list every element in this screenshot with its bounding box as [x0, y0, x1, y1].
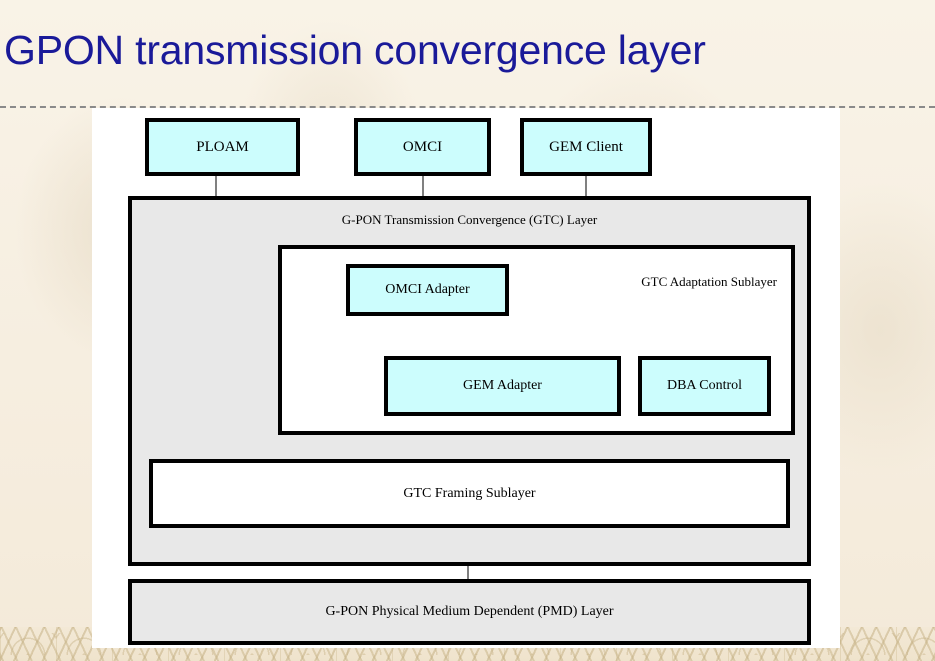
client-box-gem-client-label: GEM Client: [549, 138, 623, 155]
gtc-adaptation-sublayer-label: GTC Adaptation Sublayer: [641, 274, 777, 289]
title-divider: [0, 106, 935, 108]
omci-adapter-label: OMCI Adapter: [385, 282, 470, 297]
dba-control-label: DBA Control: [666, 378, 743, 393]
pmd-layer-label: G-PON Physical Medium Dependent (PMD) La…: [325, 604, 614, 619]
client-box-omci[interactable]: OMCI: [354, 118, 491, 176]
client-box-ploam-label: PLOAM: [196, 138, 249, 155]
gem-adapter-box[interactable]: GEM Adapter: [384, 356, 621, 416]
client-box-gem-client[interactable]: GEM Client: [520, 118, 652, 176]
client-box-omci-label: OMCI: [402, 138, 443, 155]
client-box-ploam[interactable]: PLOAM: [145, 118, 300, 176]
gtc-framing-sublayer-label: GTC Framing Sublayer: [403, 485, 536, 501]
gem-adapter-label: GEM Adapter: [463, 378, 542, 393]
pmd-layer-box[interactable]: G-PON Physical Medium Dependent (PMD) La…: [128, 579, 811, 645]
diagram-panel: PLOAM OMCI GEM Client G-PON Transmission…: [92, 108, 840, 648]
gtc-layer-label: G-PON Transmission Convergence (GTC) Lay…: [341, 212, 598, 227]
slide-title: GPON transmission convergence layer: [4, 27, 706, 74]
dba-control-box[interactable]: DBA Control: [638, 356, 771, 416]
omci-adapter-box[interactable]: OMCI Adapter: [346, 264, 509, 316]
gtc-framing-sublayer-box[interactable]: GTC Framing Sublayer: [149, 459, 790, 528]
